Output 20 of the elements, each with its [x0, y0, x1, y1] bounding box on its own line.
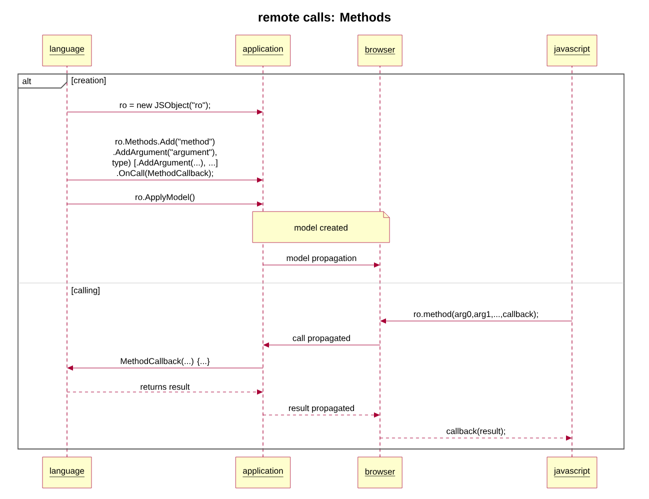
- participant-box: javascript: [546, 34, 598, 66]
- participant-box: browser: [358, 34, 402, 66]
- participant-box: language: [42, 34, 92, 66]
- title: remote calls: Methods: [258, 12, 391, 22]
- note: model created: [252, 211, 390, 243]
- edge-label: ro.method(arg0,arg1,...,callback);: [414, 310, 538, 319]
- edge-label: ro = new JSObject("ro");: [120, 102, 210, 110]
- edge-label: call propagated: [292, 334, 350, 343]
- edge-label: MethodCallback(...) {...}: [120, 358, 210, 366]
- participant-box: browser: [358, 456, 402, 488]
- participant-box: javascript: [546, 456, 598, 488]
- edge-label: model propagation: [286, 254, 356, 263]
- edge-label: ro.ApplyModel(): [136, 194, 194, 202]
- edge-label: result propagated: [289, 404, 354, 413]
- edge-label: callback(result);: [446, 428, 505, 436]
- participant-box: language: [42, 456, 92, 488]
- participant-box: application: [235, 456, 291, 488]
- edge-label: ro.Methods.Add("method") .AddArgument("argument"), type) [.AddArgument(...), ...] .OnCall(MethodCallback);: [112, 138, 218, 178]
- edge-label: returns result: [140, 384, 190, 390]
- participant-box: application: [235, 34, 291, 66]
